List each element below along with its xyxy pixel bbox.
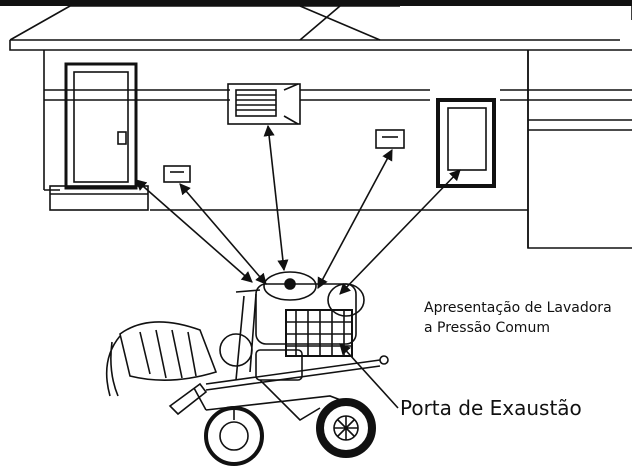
arrow-wall-vent (268, 126, 284, 270)
wall-vent (228, 84, 300, 124)
arrows (136, 126, 460, 408)
washer-cap-center (285, 279, 295, 289)
arrow-window (340, 170, 460, 294)
vent-slats (236, 95, 276, 110)
vent-grille (236, 90, 276, 116)
vent-side (284, 84, 298, 124)
window-pane (448, 108, 486, 170)
roof-hip (300, 6, 380, 40)
caption-line-2: a Pressão Comum (424, 318, 628, 338)
washer-muffler-grid (286, 310, 352, 356)
washer-wand-tip (380, 356, 388, 364)
door (50, 64, 148, 210)
washer-hose (107, 336, 120, 396)
arrow-left-vent (180, 184, 266, 284)
small-vent-left (164, 166, 190, 182)
door-frame (66, 64, 136, 188)
house-wall (44, 50, 632, 248)
washer-spray-gun (170, 384, 206, 414)
wall-stripe-lower (528, 120, 632, 130)
diagram-caption: Apresentação de Lavadora a Pressão Comum (424, 298, 628, 338)
washer-wheel-back (220, 334, 252, 366)
washer-hose-reel (120, 322, 216, 380)
washer-reel-ribs (140, 330, 196, 378)
roof (10, 6, 632, 50)
small-vents (164, 130, 404, 182)
window (438, 100, 494, 186)
door-knob (118, 132, 126, 144)
house (0, 0, 632, 248)
top-border (0, 0, 632, 6)
exhaust-port-label: Porta de Exaustão (400, 394, 628, 422)
caption-line-1: Apresentação de Lavadora (424, 298, 628, 318)
small-vent-right (376, 130, 404, 148)
arrow-right-vent (318, 150, 392, 288)
washer-wand (206, 360, 380, 390)
washer-wheel-left-hub (220, 422, 248, 450)
pressure-washer (107, 272, 388, 464)
door-step (50, 186, 148, 210)
door-panel (74, 72, 128, 182)
arrow-door (136, 180, 252, 282)
